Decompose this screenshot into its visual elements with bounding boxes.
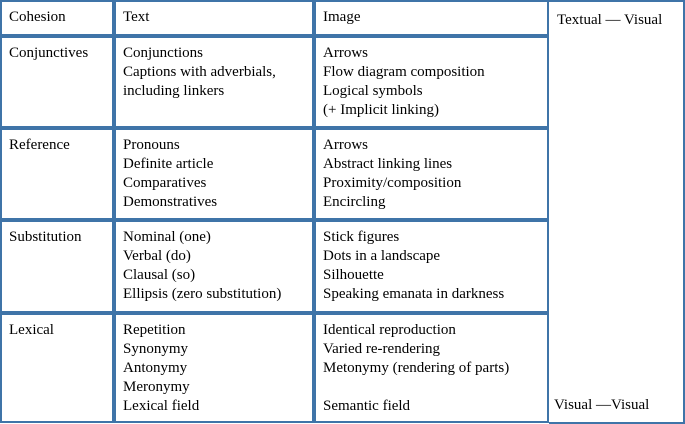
header-text: Text	[114, 0, 314, 36]
header-image: Image	[314, 0, 549, 36]
scale-bottom-label: Visual —Visual	[554, 397, 650, 413]
category-cell: Substitution	[0, 220, 114, 313]
scale-bottom-rule	[549, 422, 685, 424]
scale-top-label: Textual — Visual	[557, 12, 663, 28]
text-cell: Nominal (one) Verbal (do) Clausal (so) E…	[114, 220, 314, 313]
table-row: Conjunctives Conjunctions Captions with …	[0, 36, 685, 128]
table-row: Substitution Nominal (one) Verbal (do) C…	[0, 220, 685, 313]
text-cell: Conjunctions Captions with adverbials, i…	[114, 36, 314, 128]
header-cohesion: Cohesion	[0, 0, 114, 36]
scale-right-rule	[683, 0, 685, 424]
image-cell: Identical reproduction Varied re-renderi…	[314, 313, 549, 423]
scale-column	[549, 0, 685, 423]
category-cell: Reference	[0, 128, 114, 220]
image-cell: Arrows Flow diagram composition Logical …	[314, 36, 549, 128]
category-cell: Lexical	[0, 313, 114, 423]
category-cell: Conjunctives	[0, 36, 114, 128]
image-cell: Stick figures Dots in a landscape Silhou…	[314, 220, 549, 313]
text-cell: Repetition Synonymy Antonymy Meronymy Le…	[114, 313, 314, 423]
table-row: Reference Pronouns Definite article Comp…	[0, 128, 685, 220]
table-row: Lexical Repetition Synonymy Antonymy Mer…	[0, 313, 685, 423]
image-cell: Arrows Abstract linking lines Proximity/…	[314, 128, 549, 220]
text-cell: Pronouns Definite article Comparatives D…	[114, 128, 314, 220]
scale-top-rule	[549, 0, 685, 2]
